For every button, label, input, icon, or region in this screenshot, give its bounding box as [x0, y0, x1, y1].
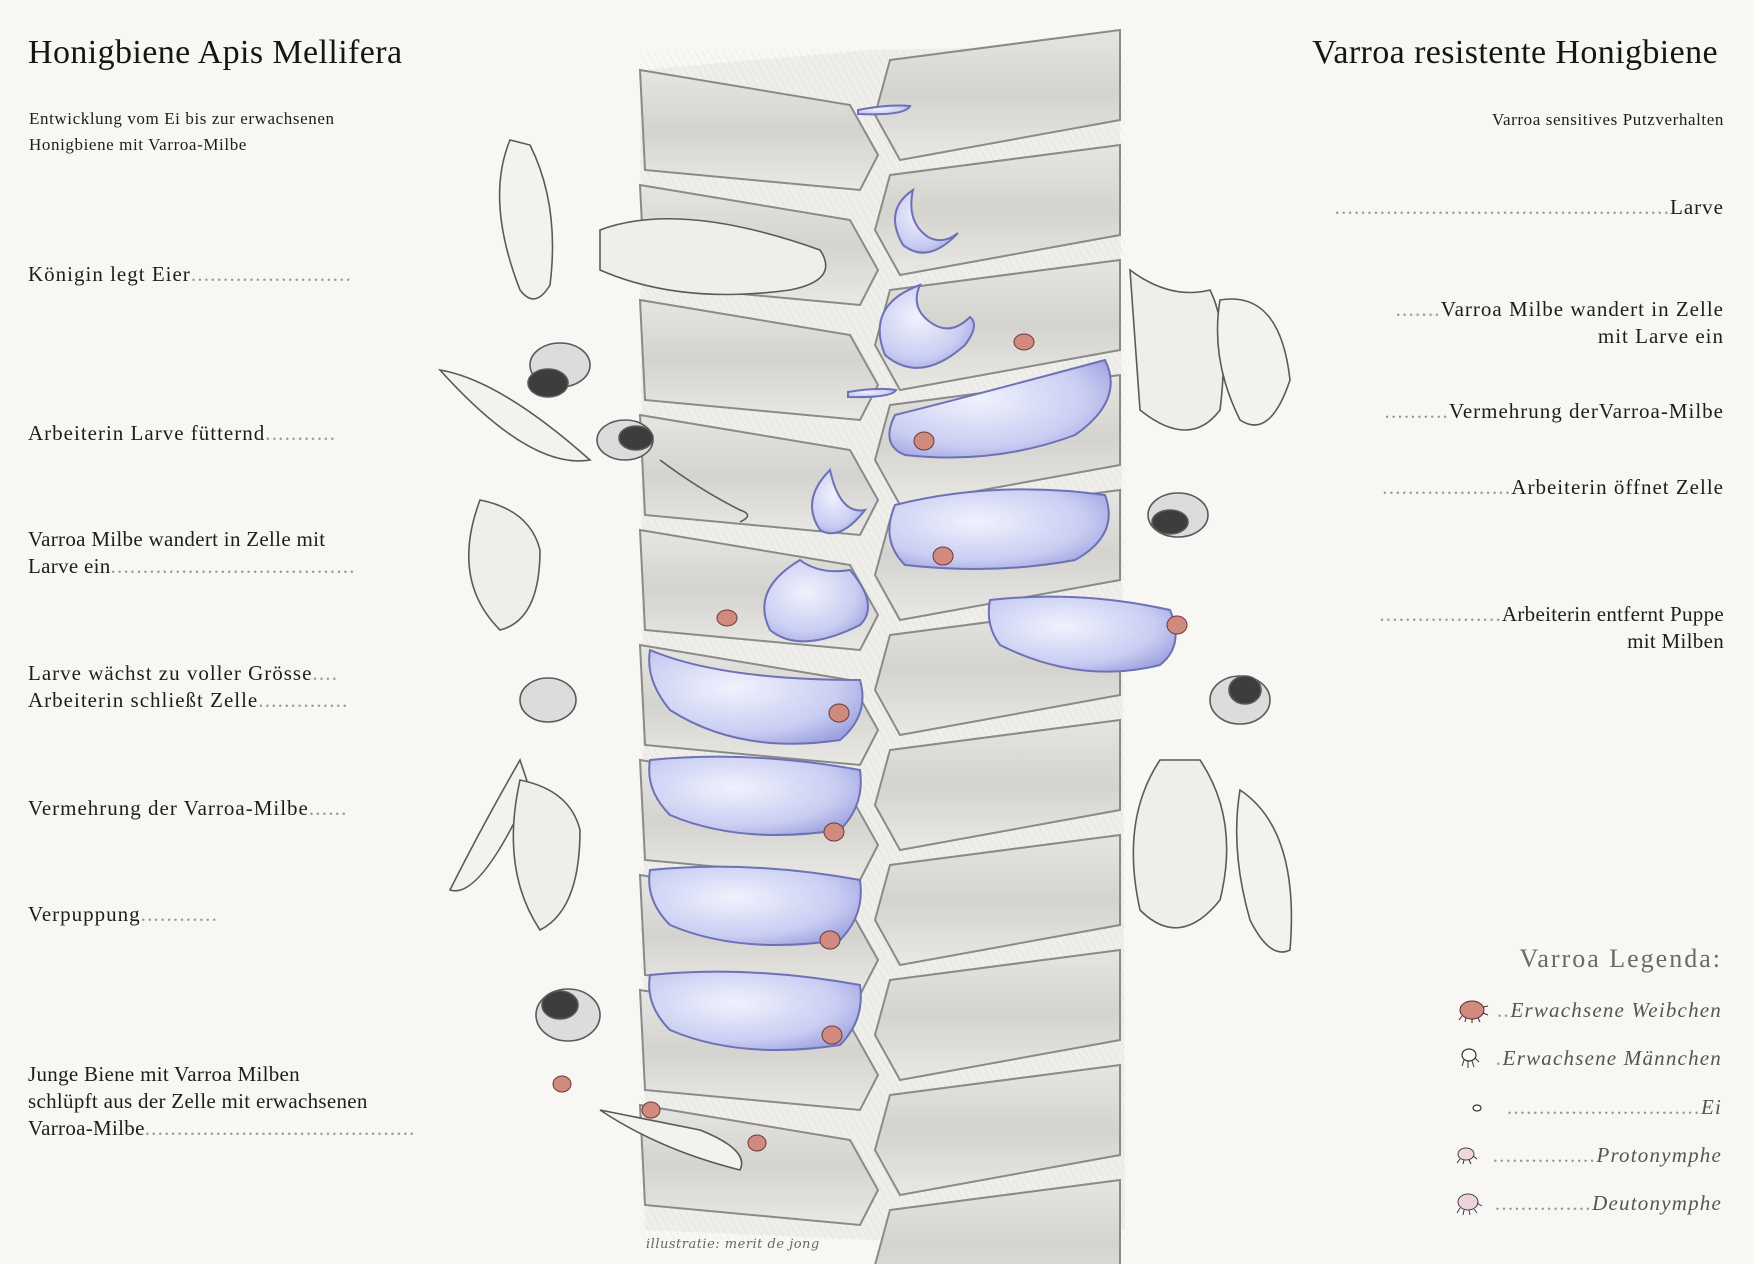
leader-dots: ..........	[1384, 399, 1449, 423]
stage-worker-feeds-larva: Arbeiterin Larve fütternd...........	[28, 420, 336, 447]
stage-text-line-2: Arbeiterin schließt Zelle	[28, 688, 259, 712]
stage-text-line-2: mit Milben	[1627, 629, 1724, 653]
stage-mite-reproduction: Vermehrung der Varroa-Milbe......	[28, 795, 348, 822]
stage-text-line-2: mit Larve ein	[1597, 324, 1724, 348]
bee-mid-left	[448, 677, 581, 932]
illustrator-credit: illustratie: merit de jong	[646, 1237, 820, 1252]
stage-text-line-1: Larve wächst zu voller Grösse	[28, 661, 313, 685]
mites	[552, 333, 1188, 1152]
comb-cell	[638, 68, 880, 192]
bee-top-left	[498, 139, 827, 398]
left-title: Honigbiene Apis Mellifera	[28, 34, 403, 71]
leader-dots: ...................	[1379, 602, 1502, 626]
stage-r-larva: ........................................…	[1335, 194, 1724, 221]
stage-text: Königin legt Eier	[28, 262, 191, 286]
stage-r-worker-opens-cell: ....................Arbeiterin öffnet Ze…	[1382, 474, 1724, 501]
stage-larva-grows-cell-capped: Larve wächst zu voller Grösse.... Arbeit…	[28, 660, 349, 714]
stage-text: Larve	[1670, 195, 1724, 219]
egg-icon	[1472, 1104, 1483, 1112]
leader-dots: .......	[1395, 297, 1441, 321]
protonymph-icon	[1456, 1147, 1478, 1165]
comb-cell	[873, 718, 1121, 852]
comb-cell	[874, 1178, 1121, 1264]
larvae	[648, 104, 1177, 1051]
legend-item-adult-female: ..Erwachsene Weibchen	[1456, 995, 1722, 1025]
leader-dots: .........................	[190, 262, 353, 286]
stage-mite-enters-cell: Varroa Milbe wandert in Zelle mit Larve …	[28, 526, 356, 580]
stage-r-mite-enters-cell: .......Varroa Milbe wandert in Zelle mit…	[1396, 296, 1724, 350]
stage-pupation: Verpuppung............	[28, 901, 218, 928]
adult-female-mite-icon	[1458, 1000, 1488, 1023]
left-subtitle: Entwicklung vom Ei bis zur erwachsenen H…	[29, 106, 335, 158]
leader-dots: ..............................	[1507, 1094, 1701, 1119]
stage-text-line-2: Larve ein	[28, 554, 111, 578]
stage-text: Vermehrung der Varroa-Milbe	[28, 796, 309, 820]
leader-dots: .	[1496, 1045, 1503, 1070]
stage-young-bee-emerges: Junge Biene mit Varroa Milben schlüpft a…	[28, 1061, 416, 1142]
adult-male-mite-icon	[1461, 1048, 1480, 1068]
legend-item-adult-male: .Erwachsene Männchen	[1454, 1043, 1722, 1073]
legend-label: Erwachsene Männchen	[1502, 1045, 1722, 1070]
comb-cell	[873, 28, 1121, 162]
comb-cell	[873, 833, 1121, 967]
right-subtitle: Varroa sensitives Putzverhalten	[1492, 110, 1724, 129]
stage-text: Arbeiterin Larve fütternd	[28, 421, 266, 445]
bee-bottom-right	[1132, 675, 1293, 953]
leader-dots: ..............	[258, 688, 349, 712]
legend-item-egg: ..............................Ei	[1465, 1092, 1722, 1122]
bee-bottom-left	[535, 988, 743, 1171]
leader-dots: ....................	[1382, 475, 1512, 499]
stage-text: Vermehrung derVarroa-Milbe	[1449, 399, 1724, 423]
leader-dots: ..	[1497, 997, 1511, 1022]
legend-item-deutonymph: ...............Deutonymphe	[1453, 1188, 1722, 1218]
stage-text-line-1: Varroa Milbe wandert in Zelle mit	[28, 527, 326, 551]
deutonymph-icon	[1456, 1193, 1483, 1216]
stage-text-line-3: Varroa-Milbe	[28, 1116, 145, 1140]
leader-dots: ...............	[1495, 1190, 1593, 1215]
leader-dots: ......	[308, 796, 348, 820]
legend-label: Protonymphe	[1596, 1142, 1722, 1167]
leader-dots: ......................................	[110, 554, 356, 578]
comb-cell	[873, 1063, 1121, 1197]
stage-r-worker-removes-pupa: ...................Arbeiterin entfernt P…	[1379, 601, 1724, 655]
comb-cell	[638, 298, 880, 422]
stage-text: Verpuppung	[28, 902, 141, 926]
right-title: Varroa resistente Honigbiene	[1312, 34, 1718, 71]
leader-dots: ........................................…	[144, 1116, 416, 1140]
leader-dots: ............	[140, 902, 219, 926]
bee-top-right	[1129, 268, 1291, 538]
stage-text-line-1: Varroa Milbe wandert in Zelle	[1440, 297, 1724, 321]
legend-label: Erwachsene Weibchen	[1510, 997, 1722, 1022]
left-subtitle-line-2: Honigbiene mit Varroa-Milbe	[29, 135, 247, 154]
legend-label: Deutonymphe	[1592, 1190, 1722, 1215]
comb-cell	[873, 948, 1121, 1082]
leader-dots: ................	[1493, 1142, 1597, 1167]
stage-r-mite-reproduction: ..........Vermehrung derVarroa-Milbe	[1385, 398, 1725, 425]
stage-queen-lays-eggs: Königin legt Eier.......................…	[28, 261, 352, 288]
leader-dots: ...........	[265, 421, 337, 445]
legend-item-protonymph: ................Protonymphe	[1451, 1140, 1722, 1170]
leader-dots: ....	[312, 661, 339, 685]
legend-label: Ei	[1700, 1094, 1722, 1119]
leader-dots: ........................................…	[1334, 195, 1671, 219]
bee-feeding	[437, 368, 749, 631]
stage-text: Arbeiterin öffnet Zelle	[1511, 475, 1724, 499]
stage-text-line-1: Arbeiterin entfernt Puppe	[1501, 602, 1724, 626]
stage-text-line-2: schlüpft aus der Zelle mit erwachsenen	[28, 1089, 368, 1113]
stage-text-line-1: Junge Biene mit Varroa Milben	[28, 1062, 300, 1086]
left-subtitle-line-1: Entwicklung vom Ei bis zur erwachsenen	[29, 109, 335, 128]
worker-bees	[437, 139, 1293, 1171]
legend-title: Varroa Legenda:	[1519, 944, 1722, 973]
